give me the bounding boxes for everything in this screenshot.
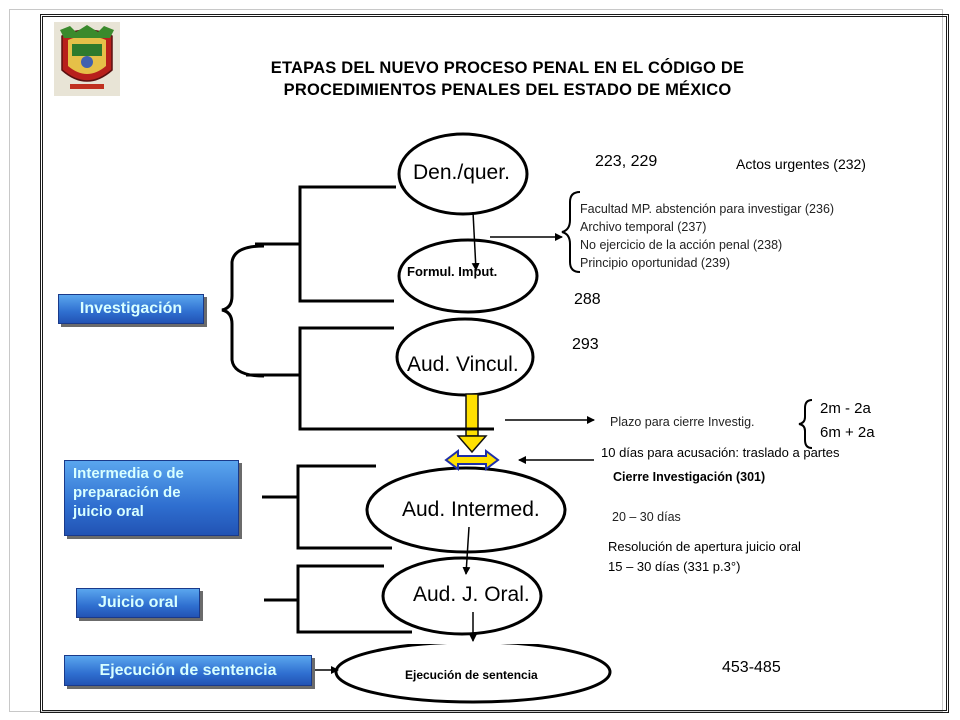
yellow-down-arrow [456, 393, 488, 454]
arrow-intermed-juicio [462, 526, 471, 575]
node-vinculacion-label: Aud. Vincul. [407, 353, 519, 376]
node-juicio [381, 556, 543, 636]
stage-ejecucion-label: Ejecución de sentencia [99, 661, 277, 679]
node-formulacion-label: Formul. Imput. [407, 264, 498, 279]
node-denuncia-label: Den./quer. [413, 161, 510, 184]
node-formulacion [397, 238, 539, 314]
stage-ejecucion: Ejecución de sentencia [64, 655, 312, 686]
stage-investigacion-label: Investigación [79, 300, 183, 317]
node-denuncia [397, 132, 529, 216]
title-line-1: ETAPAS DEL NUEVO PROCESO PENAL EN EL CÓD… [270, 59, 745, 77]
investigacion-brackets [221, 185, 494, 431]
title-line-2: PROCEDIMIENTOS PENALES DEL ESTADO DE MÉX… [283, 81, 732, 99]
intermedia-bracket [262, 464, 392, 550]
yellow-double-arrow [444, 449, 500, 471]
juicio-bracket [264, 564, 412, 634]
annotation-cierre: Cierre Investigación (301) [613, 470, 766, 484]
annotation-diez-dias: 10 días para acusación: traslado a parte… [601, 445, 840, 460]
annotation-no-ejercicio: No ejercicio de la acción penal (238) [580, 238, 783, 252]
stage-intermedia: Intermedia o de preparación de juicio or… [64, 460, 239, 536]
page-title: ETAPAS DEL NUEVO PROCESO PENAL EN EL CÓD… [130, 57, 885, 101]
stage-juicio-oral: Juicio oral [76, 588, 200, 618]
arrow-den-formul [471, 211, 480, 271]
stage-investigacion: Investigación [58, 294, 204, 324]
node-intermedia-label: Aud. Intermed. [402, 498, 540, 521]
stage-intermedia-line-2: preparación de [73, 484, 181, 501]
plazo-brace-icon [798, 399, 813, 449]
stage-intermedia-line-3: juicio oral [73, 503, 144, 520]
node-ejecucion-label: Ejecución de sentencia [405, 668, 538, 682]
inner-frame [40, 14, 949, 713]
annotation-293: 293 [572, 336, 599, 353]
annotation-453: 453-485 [722, 659, 781, 676]
annotation-plazo-a: 2m - 2a [820, 400, 871, 417]
annotation-plazo-b: 6m + 2a [820, 424, 875, 441]
annotation-288: 288 [574, 291, 601, 308]
stage-juicio-oral-label: Juicio oral [97, 594, 179, 611]
annotation-resolucion: Resolución de apertura juicio oral [608, 539, 801, 554]
annotation-actos-urgentes: Actos urgentes (232) [736, 156, 866, 172]
annotation-principio: Principio oportunidad (239) [580, 256, 731, 270]
annotation-quince: 15 – 30 días (331 p.3°) [608, 559, 741, 574]
annotation-veinte: 20 – 30 días [612, 510, 681, 524]
state-emblem-icon [54, 22, 120, 96]
node-juicio-label: Aud. J. Oral. [413, 583, 530, 606]
facultades-brace-icon [561, 191, 581, 273]
annotation-223: 223, 229 [595, 153, 658, 170]
annotation-archivo: Archivo temporal (237) [580, 220, 707, 234]
annotation-plazo: Plazo para cierre Investig. [610, 415, 755, 429]
stage-intermedia-line-1: Intermedia o de [73, 465, 184, 482]
ejecucion-gap [400, 636, 600, 644]
annotation-facultad: Facultad MP. abstención para investigar … [580, 202, 835, 216]
node-intermedia [365, 466, 567, 554]
node-vinculacion [395, 317, 535, 397]
